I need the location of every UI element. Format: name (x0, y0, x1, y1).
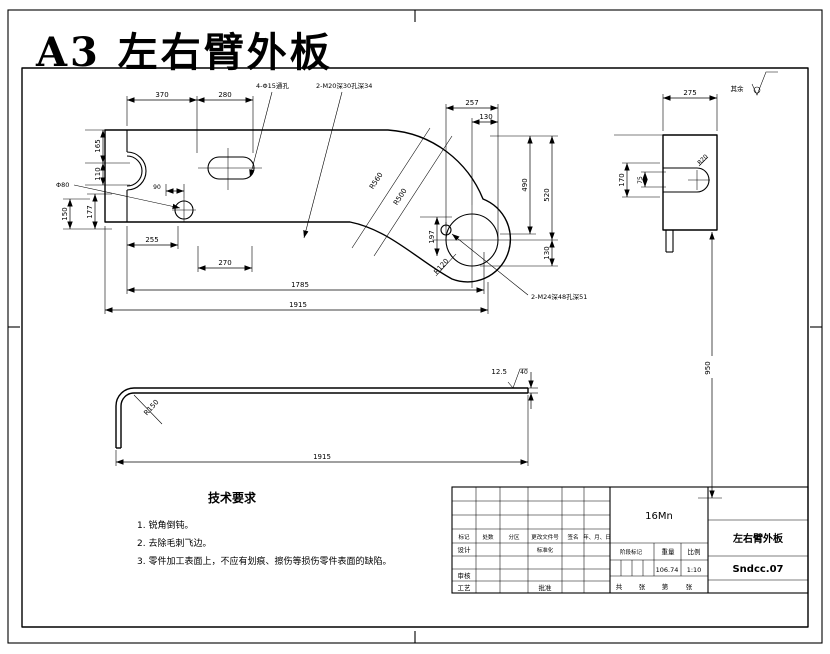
side-extension-lines (622, 94, 722, 499)
sheet-total-unit: 张 (639, 582, 646, 591)
tech-req-title: 技术要求 (208, 490, 257, 505)
tech-req-item-1: 1. 锐角倒钝。 (137, 519, 193, 531)
label-holes-tapped: 2-M24深48孔深51 (531, 292, 587, 301)
scale-value: 1:10 (687, 566, 702, 574)
tech-req-item-3: 3. 零件加工表面上，不应有划痕、擦伤等损伤零件表面的缺陷。 (137, 555, 391, 567)
dim-255: 255 (145, 236, 158, 244)
dim-490: 490 (521, 178, 529, 191)
sheet-no-label: 第 (662, 582, 669, 591)
header-zone: 分区 (508, 533, 520, 541)
role-review: 审核 (458, 571, 472, 580)
leader-lines (73, 91, 529, 296)
dim-130-top: 130 (479, 113, 492, 121)
middle-grid (610, 542, 708, 577)
dim-370: 370 (155, 91, 168, 99)
header-count: 处数 (482, 533, 494, 541)
dim-165: 165 (94, 139, 102, 152)
dim-1915-profile: 1915 (313, 453, 331, 461)
dim-170: 170 (618, 173, 626, 186)
side-slot (663, 156, 710, 193)
stage-label: 阶段标记 (620, 548, 643, 556)
label-holes-counterbore: 2-M20深30孔深34 (316, 81, 372, 90)
dim-roughness: 12.5 (491, 368, 507, 376)
sheet-total-label: 共 (616, 582, 623, 591)
weight-value: 106.74 (656, 566, 679, 574)
dim-950: 950 (704, 361, 712, 374)
dim-130-right: 130 (543, 246, 551, 259)
profile-view: R150 12.5 40 1915 (115, 368, 538, 466)
role-design: 设计 (458, 545, 472, 554)
role-approve: 批准 (539, 583, 553, 592)
dim-520: 520 (543, 188, 551, 201)
surface-finish-icon (751, 71, 778, 96)
slot (198, 148, 262, 190)
header-date: 年、月、日 (583, 533, 611, 541)
dim-110: 110 (94, 167, 102, 180)
weight-label: 重量 (662, 548, 676, 556)
dim-1915: 1915 (289, 301, 307, 309)
title-block: 标记 处数 分区 更改文件号 签名 年、月、日 设计 标准化 审核 工艺 批准 … (451, 486, 809, 594)
scale-label: 比例 (688, 547, 701, 556)
dimension-lines (67, 97, 555, 313)
dim-280: 280 (218, 91, 231, 99)
header-signature: 签名 (567, 533, 578, 541)
revision-grid (452, 487, 610, 593)
tech-requirements: 技术要求 1. 锐角倒钝。 2. 去除毛刺飞边。 3. 零件加工表面上，不应有划… (137, 490, 391, 567)
thickness-dim (528, 372, 538, 409)
small-hole (172, 198, 196, 222)
dim-r150: R150 (142, 398, 160, 417)
sheet-frame (7, 9, 823, 644)
header-mark: 标记 (458, 533, 470, 541)
dim-197: 197 (428, 230, 436, 243)
dim-40: 40 (520, 369, 528, 376)
name-grid (708, 519, 808, 581)
page-title: A3 左右臂外板 (35, 29, 333, 76)
dim-1785: 1785 (291, 281, 309, 289)
dim-r500: R500 (392, 187, 409, 207)
part-outline (104, 129, 512, 283)
header-change-doc: 更改文件号 (531, 533, 559, 541)
flange-notch (126, 130, 147, 222)
role-standardize: 标准化 (537, 546, 554, 554)
part-name: 左右臂外板 (732, 532, 784, 545)
main-view: 370 280 165 110 90 177 150 255 270 1785 … (56, 81, 587, 314)
sheet-no-unit: 张 (686, 582, 693, 591)
label-holes-through: 4-Φ15通孔 (256, 81, 289, 90)
dim-90: 90 (153, 184, 161, 191)
tech-req-item-2: 2. 去除毛刺飞边。 (137, 537, 211, 549)
material: 16Mn (645, 511, 673, 522)
dim-257: 257 (465, 99, 478, 107)
rest-surfaces-label: 其余 (731, 84, 745, 93)
dim-275: 275 (683, 89, 696, 97)
drawing-number: Sndcc.07 (732, 564, 783, 575)
dim-r20: R20 (696, 153, 709, 166)
role-process: 工艺 (458, 584, 472, 592)
dim-150: 150 (61, 207, 69, 220)
surface-note: 其余 (731, 71, 778, 96)
extension-lines (63, 96, 558, 314)
dim-phi80: Φ80 (56, 181, 69, 189)
boss-holes (432, 205, 558, 288)
dim-177: 177 (86, 205, 94, 218)
side-dimension-lines (624, 95, 717, 498)
roughness-icon (507, 368, 528, 389)
dim-270: 270 (218, 259, 231, 267)
side-view: 275 170 75 950 R20 (614, 89, 722, 499)
dim-r560: R560 (368, 171, 385, 191)
dim-75: 75 (637, 176, 644, 184)
